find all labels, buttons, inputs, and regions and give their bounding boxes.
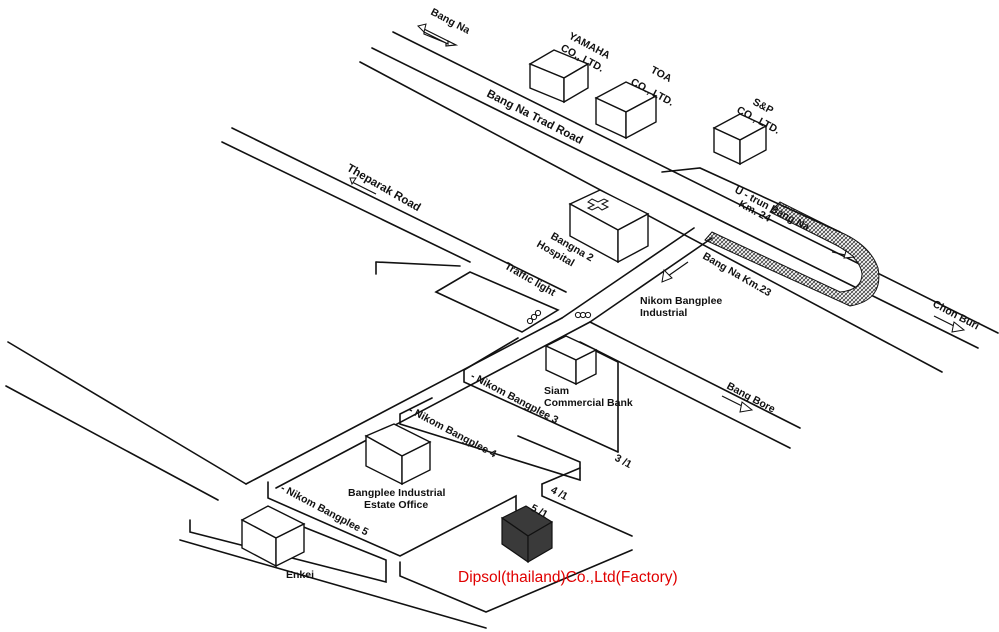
nikom-bangplee-5-block [189, 481, 633, 613]
bang-bore-road [579, 321, 801, 449]
u-turn-arrow [831, 250, 856, 259]
u-turn-loop [661, 167, 880, 307]
traffic-light-label: Traffic light [503, 260, 558, 299]
theparak-arrow [349, 177, 377, 195]
estate-office-label-line2: Estate Office [364, 499, 428, 511]
nikom-industrial-label-line1: Nikom Bangplee [640, 295, 722, 307]
estate-office-label-line1: Bangplee Industrial [348, 487, 446, 499]
bang-na-arrow [417, 23, 459, 47]
estate-office-building-icon [364, 423, 432, 486]
scb-label-line1: Siam [544, 385, 569, 397]
yamaha-building-icon [528, 49, 590, 104]
km23-arrow [661, 261, 689, 283]
nikom-industrial-label-line2: Industrial [640, 307, 687, 319]
theparak-road [221, 127, 567, 293]
chon-buri-arrow [933, 315, 966, 333]
toa-building-icon [594, 81, 658, 140]
scb-label-line2: Commercial Bank [544, 397, 633, 409]
siam-commercial-bank-building-icon [544, 335, 598, 386]
traffic-light-icon [526, 309, 592, 325]
road-3-1-label: 3 /1 [613, 452, 634, 471]
enkei-building-icon [240, 505, 306, 568]
bang-na-direction-label: Bang Na [429, 6, 472, 37]
nikom-bangplee-4-block [399, 397, 633, 537]
main-access-road [245, 227, 713, 489]
hospital-building-icon [568, 189, 650, 264]
bang-bore-arrow [721, 395, 754, 413]
side-street-block [375, 261, 560, 333]
hospital-cross-icon [586, 198, 610, 211]
toa-label-line1: TOA [649, 64, 674, 85]
western-roads [5, 341, 487, 629]
bang-na-trad-road [359, 31, 999, 373]
dipsol-factory-building-icon [500, 505, 554, 564]
sp-building-icon [712, 113, 768, 166]
enkei-label: Enkei [286, 569, 314, 581]
dipsol-factory-label: Dipsol(thailand)Co.,Ltd(Factory) [458, 569, 678, 586]
